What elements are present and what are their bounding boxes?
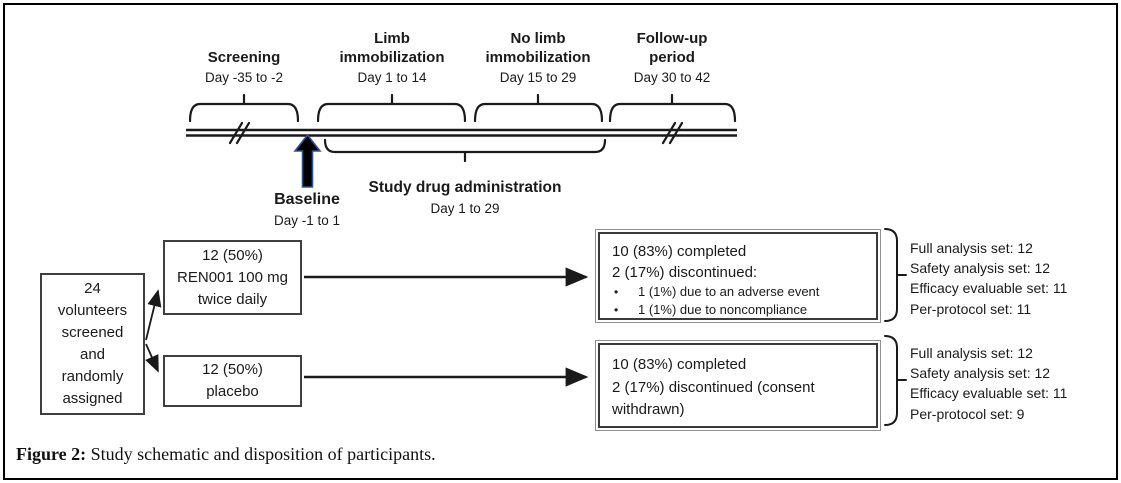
outcome-completed: 10 (83%) completed [612, 243, 747, 260]
enrollment-line: assigned [62, 390, 123, 407]
timeline-break-icon [228, 121, 684, 145]
phase-limb-immobilization: Limb immobilization Day 1 to 14 [333, 28, 451, 86]
baseline-label: Baseline [274, 191, 340, 208]
phase-brace-screening [188, 93, 300, 123]
outcome-discontinued: 2 (17%) discontinued: [612, 264, 758, 281]
enrollment-line: volunteers [57, 302, 128, 319]
arm-line: placebo [206, 383, 259, 400]
analysis-sets-placebo: Full analysis set: 12 Safety analysis se… [910, 343, 1067, 424]
phase-brace-no-limb-immobilization [473, 93, 604, 123]
drug-administration-label: Study drug administration [368, 179, 562, 196]
phase-brace-limb-immobilization [316, 93, 467, 123]
enrollment-line: randomly [61, 368, 124, 385]
analysis-set-line: Full analysis set: 12 [910, 240, 1033, 256]
phase-label: Follow-up period [636, 30, 708, 66]
arm-line: 12 (50%) [202, 361, 263, 378]
arm-box-placebo: 12 (50%) placebo [163, 355, 302, 407]
phase-brace-follow-up [608, 93, 737, 123]
phase-days: Day -35 to -2 [204, 70, 284, 85]
analysis-set-line: Efficacy evaluable set: 11 [910, 280, 1068, 297]
analysis-set-line: Full analysis set: 12 [910, 345, 1033, 361]
analysis-bracket-placebo [884, 335, 907, 426]
discontinuation-reason: • 1 (1%) due to an adverse event [612, 283, 870, 301]
analysis-set-line: Safety analysis set: 12 [910, 260, 1051, 277]
figure-caption: Figure 2: Study schematic and dispositio… [16, 444, 436, 465]
phase-no-limb-immobilization: No limb immobilization Day 15 to 29 [479, 28, 597, 86]
analysis-set-line: Safety analysis set: 12 [910, 365, 1051, 382]
phase-follow-up: Follow-up period Day 30 to 42 [624, 28, 720, 86]
discontinuation-reason: • 1 (1%) due to noncompliance [612, 301, 870, 319]
arm-box-ren001: 12 (50%) REN001 100 mg twice daily [163, 240, 302, 315]
baseline-days: Day -1 to 1 [273, 213, 341, 228]
arm-line: REN001 100 mg [177, 268, 288, 286]
phase-screening: Screening Day -35 to -2 [184, 28, 304, 86]
phase-label: Limb immobilization [339, 30, 445, 66]
figure-caption-text: Study schematic and disposition of parti… [90, 444, 436, 464]
reason-text: 1 (1%) due to an adverse event [638, 284, 820, 299]
baseline-arrow-icon [293, 133, 322, 188]
analysis-set-line: Efficacy evaluable set: 11 [910, 385, 1068, 402]
analysis-sets-ren001: Full analysis set: 12 Safety analysis se… [910, 238, 1067, 319]
drug-administration-days: Day 1 to 29 [430, 201, 500, 216]
reason-text: 1 (1%) due to noncompliance [638, 302, 808, 317]
branch-arrow-placebo [145, 343, 159, 373]
phase-days: Day 15 to 29 [499, 70, 577, 85]
enrollment-line: and [79, 346, 106, 363]
branch-arrow-ren001 [145, 289, 162, 341]
arm-line: twice daily [197, 290, 268, 308]
analysis-set-line: Per-protocol set: 11 [910, 300, 1032, 317]
baseline-annotation: Baseline Day -1 to 1 [247, 190, 367, 228]
phase-days: Day 30 to 42 [633, 70, 711, 85]
figure-caption-label: Figure 2: [16, 444, 87, 464]
enrollment-box: 24 volunteers screened and randomly assi… [40, 273, 145, 415]
phase-label: No limb immobilization [485, 30, 591, 66]
outcome-discontinued: 2 (17%) discontinued (consent withdrawn) [612, 378, 815, 419]
drug-administration-annotation: Study drug administration Day 1 to 29 [355, 178, 575, 216]
enrollment-line: 24 [84, 280, 101, 297]
phase-days: Day 1 to 14 [357, 70, 427, 85]
enrollment-line: screened [61, 324, 124, 341]
drug-administration-underbrace [323, 138, 607, 163]
outcome-completed: 10 (83%) completed [612, 356, 747, 373]
outcome-box-placebo: 10 (83%) completed 2 (17%) discontinued … [595, 340, 881, 431]
arm-line: 12 (50%) [202, 246, 263, 264]
analysis-bracket-ren001 [884, 228, 907, 322]
bullet-icon: • [614, 285, 619, 299]
analysis-set-line: Per-protocol set: 9 [910, 405, 1025, 422]
bullet-icon: • [614, 303, 619, 317]
timeline-line [186, 128, 737, 137]
phase-label: Screening [207, 49, 281, 66]
outcome-box-ren001: 10 (83%) completed 2 (17%) discontinued:… [595, 229, 881, 323]
